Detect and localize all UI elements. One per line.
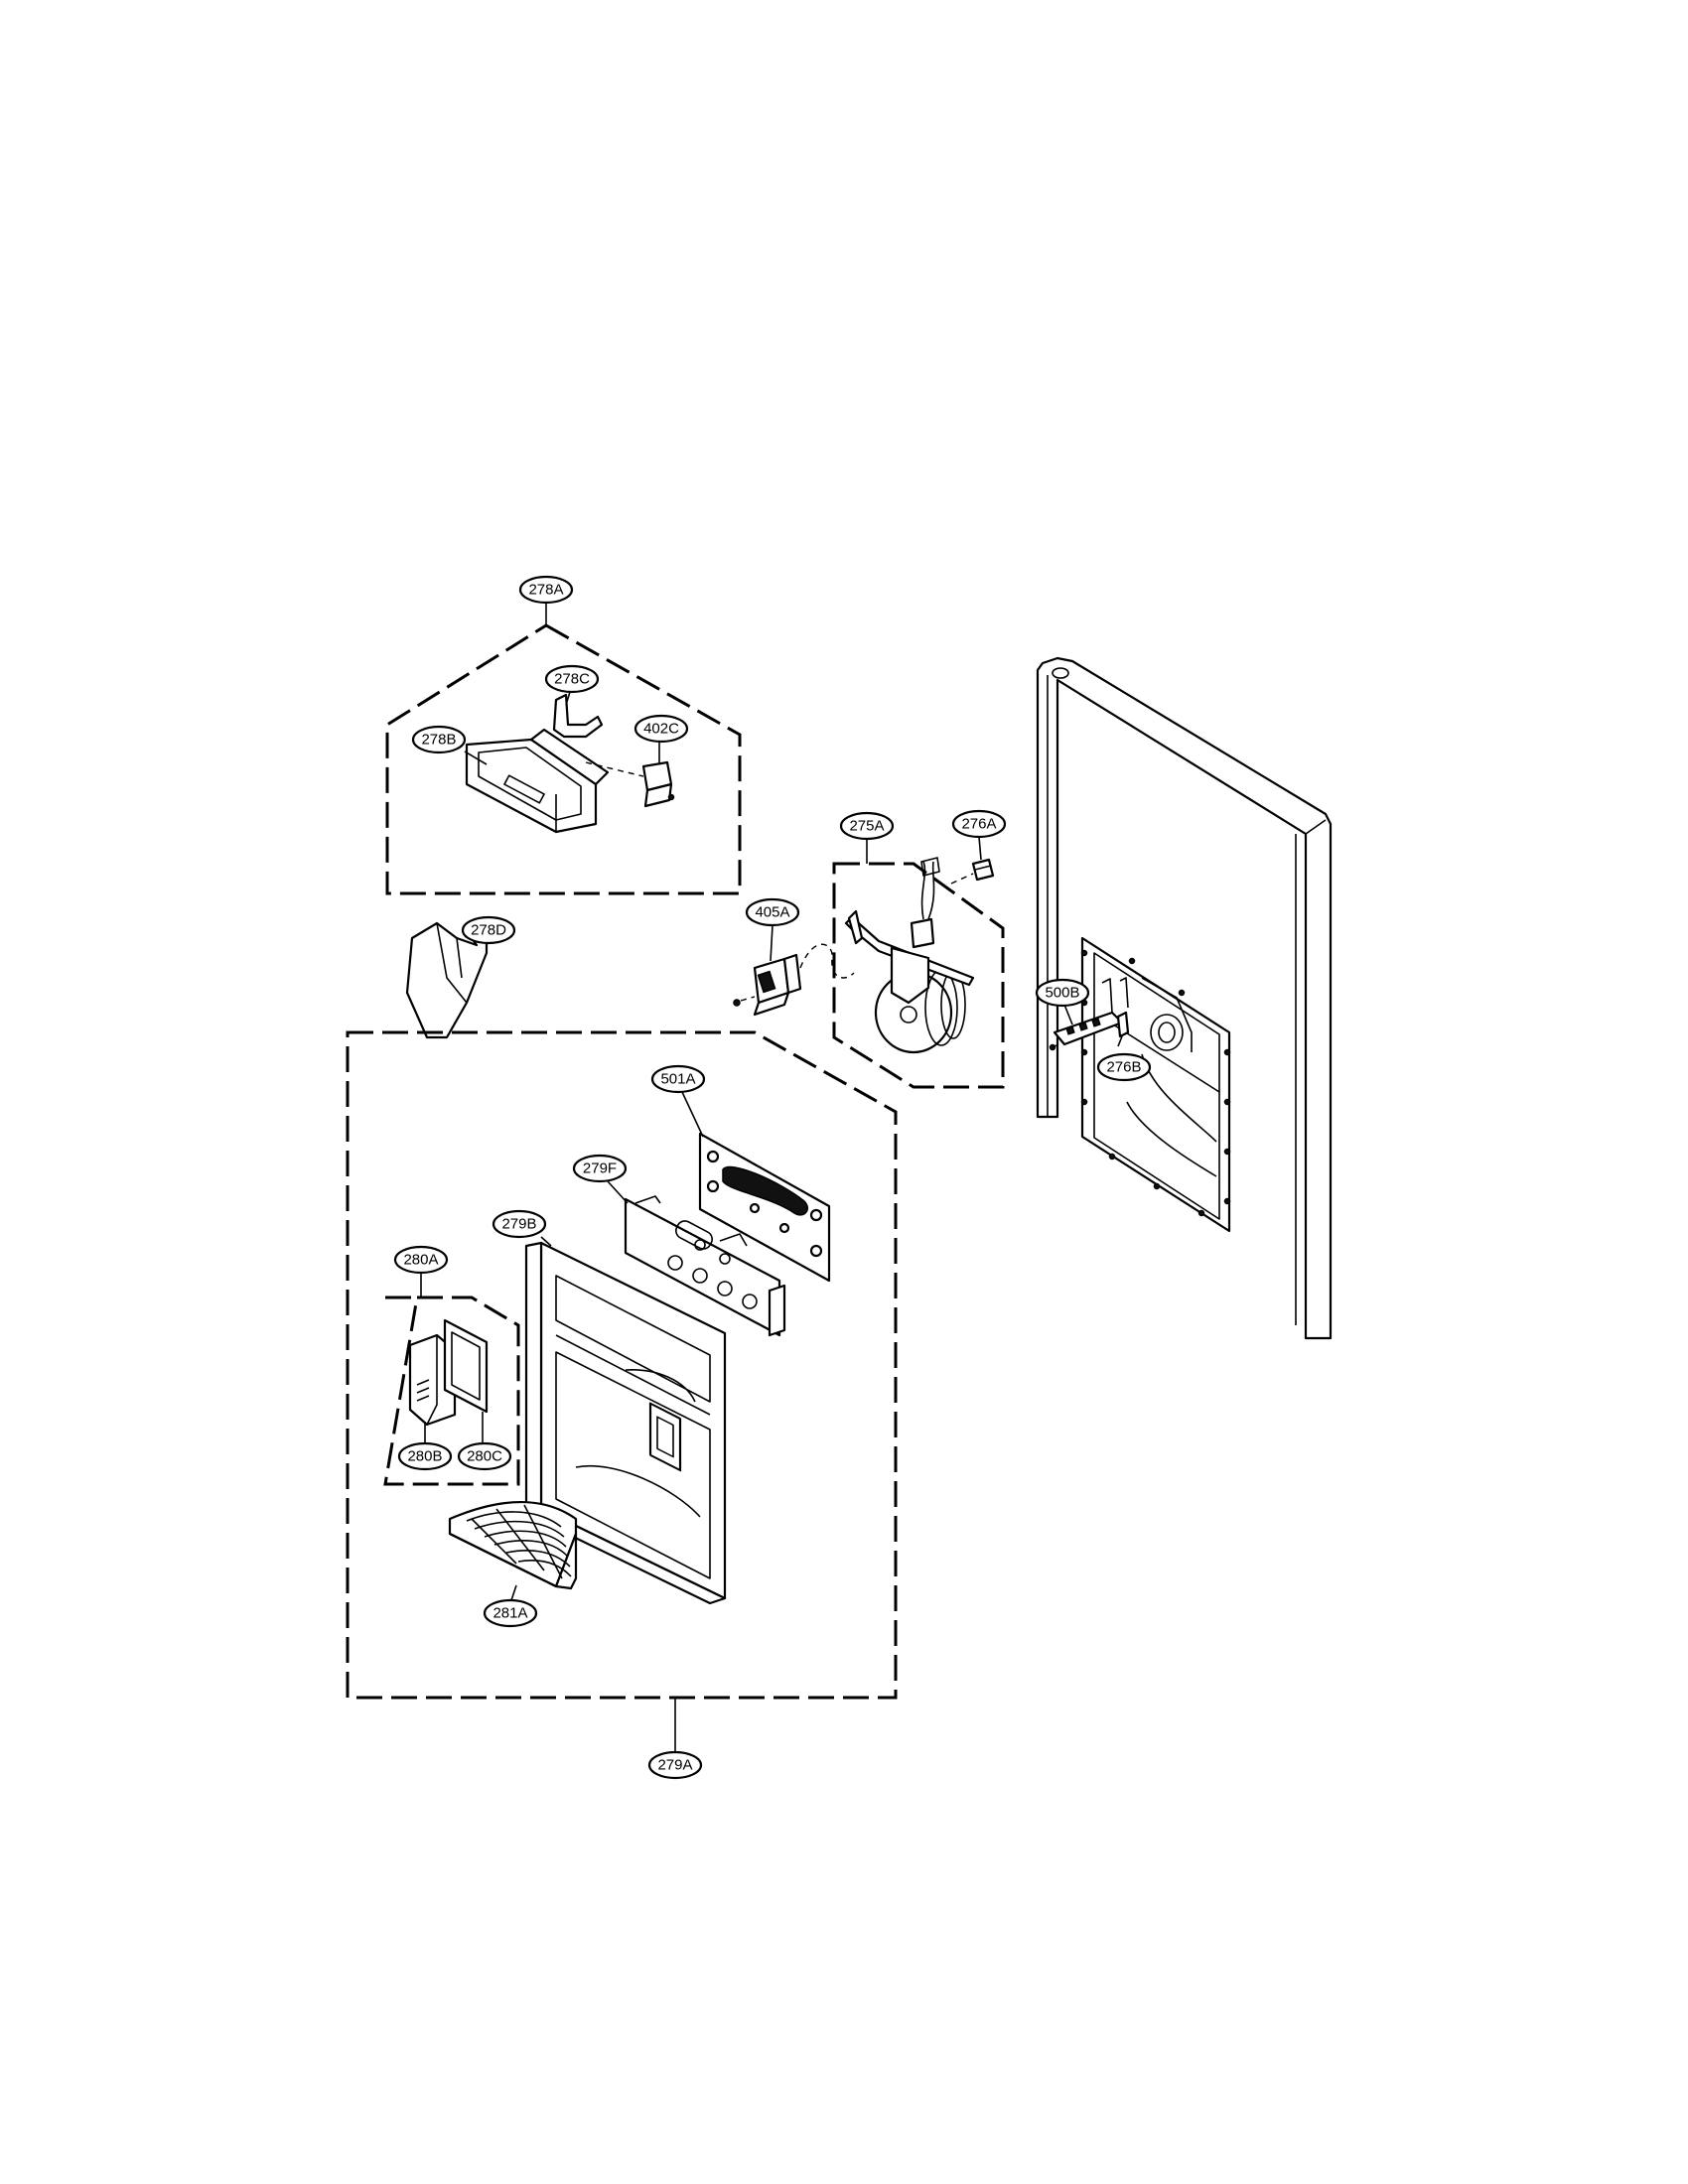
callout-402C: 402C (633, 714, 689, 744)
callout-278C: 278C (544, 664, 600, 694)
callout-281A: 281A (483, 1598, 538, 1628)
group-278A (385, 603, 742, 895)
callout-279F: 279F (572, 1154, 628, 1183)
callout-279B-label: 279B (501, 1216, 536, 1233)
door-panel (1036, 656, 1333, 1340)
part-280C-frame (443, 1318, 489, 1443)
group-275A-boundary (832, 862, 1005, 1089)
part-278C-lever (552, 691, 604, 739)
callout-280B-label: 280B (407, 1448, 442, 1465)
callout-280C-label: 280C (467, 1448, 502, 1465)
group-275A (832, 839, 1005, 1089)
part-501A-panel (681, 1091, 831, 1283)
callout-279A-label: 279A (657, 1757, 692, 1774)
part-280B-flap (408, 1333, 457, 1443)
callout-280B: 280B (397, 1441, 453, 1471)
part-279B-bezel (524, 1236, 727, 1605)
callout-280A: 280A (393, 1245, 449, 1275)
callout-278B-label: 278B (421, 732, 456, 749)
callout-276A: 276A (951, 809, 1007, 839)
part-281A-drip-tray (448, 1501, 578, 1601)
part-402C-switch (585, 742, 675, 808)
callout-278D: 278D (461, 915, 516, 945)
group-279A-boundary (346, 1030, 898, 1700)
part-405A-solenoid (733, 924, 855, 1017)
group-279A (346, 1030, 898, 1752)
group-280A (383, 1273, 520, 1486)
part-279F-pcb (607, 1180, 786, 1337)
callout-281A-label: 281A (492, 1605, 527, 1622)
callout-276B-label: 276B (1106, 1059, 1141, 1076)
callout-279B: 279B (492, 1209, 547, 1239)
callout-278A-label: 278A (528, 582, 563, 599)
part-500B-board (1049, 977, 1129, 1051)
callout-501A: 501A (650, 1064, 706, 1094)
callout-280A-label: 280A (403, 1252, 438, 1269)
callout-275A-label: 275A (849, 818, 884, 835)
callout-275A: 275A (839, 811, 895, 841)
part-278B-housing (464, 728, 610, 834)
callout-278C-label: 278C (554, 671, 590, 688)
callout-402C-label: 402C (643, 721, 679, 738)
callout-278A: 278A (518, 575, 574, 605)
callout-280C: 280C (457, 1441, 512, 1471)
door-recess-housing (1080, 936, 1231, 1233)
callout-500B: 500B (1035, 978, 1090, 1008)
callout-279F-label: 279F (583, 1160, 617, 1177)
callout-276A-label: 276A (961, 816, 996, 833)
callout-501A-label: 501A (660, 1071, 695, 1088)
part-275A-actuator (844, 857, 975, 1054)
part-276B-bracket (1116, 1011, 1130, 1047)
callout-279A: 279A (647, 1750, 703, 1780)
part-276A-sensor (950, 836, 995, 885)
callout-405A: 405A (745, 897, 800, 927)
callout-278D-label: 278D (471, 922, 506, 939)
group-280A-boundary (383, 1296, 520, 1486)
callout-405A-label: 405A (755, 904, 789, 921)
callout-500B-label: 500B (1045, 985, 1079, 1002)
callout-278B: 278B (411, 725, 467, 754)
group-278A-boundary (385, 623, 742, 895)
callout-276B: 276B (1096, 1052, 1152, 1082)
